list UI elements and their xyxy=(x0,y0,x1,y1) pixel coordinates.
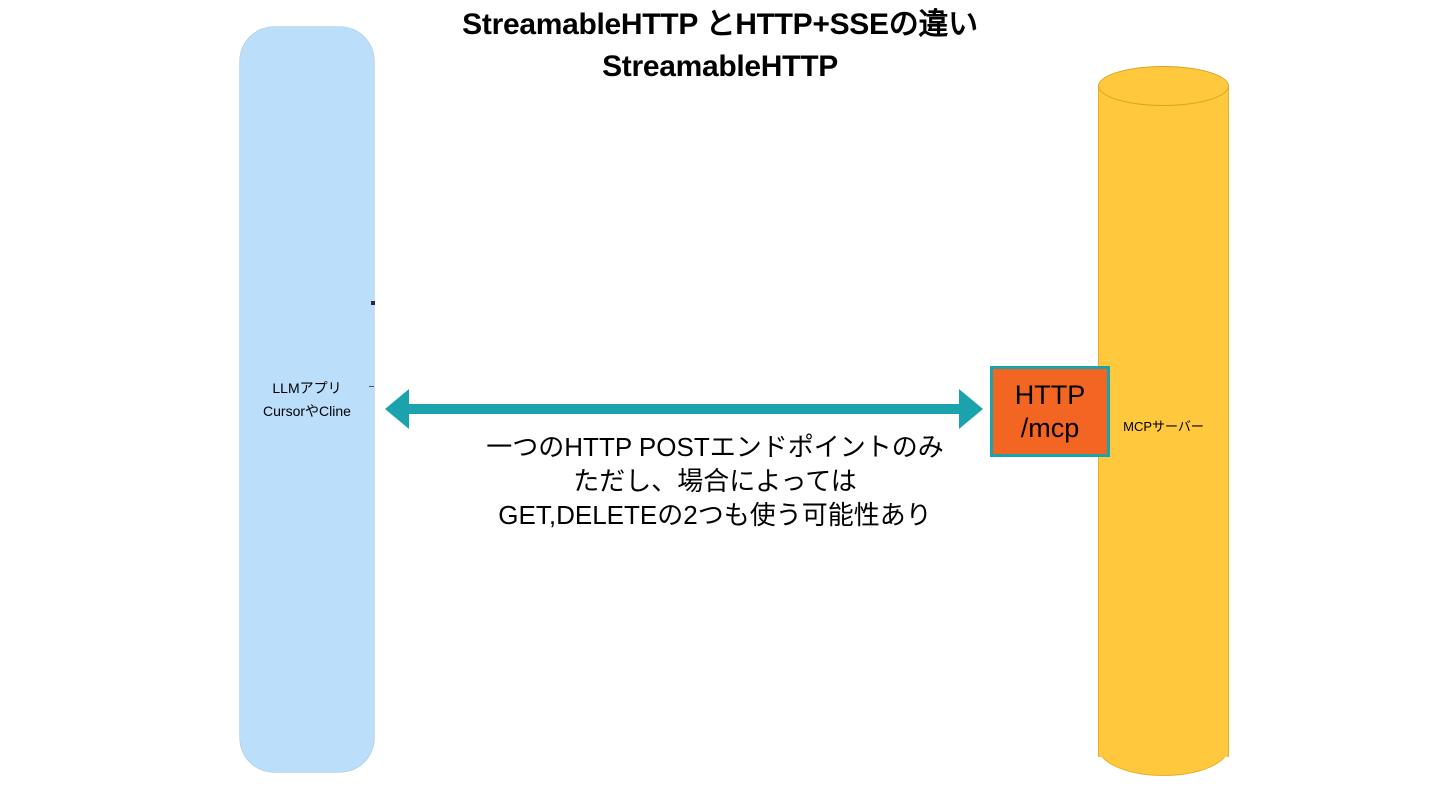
endpoint-label-line-2: /mcp xyxy=(1020,412,1080,443)
endpoint-box-http-mcp: HTTP /mcp xyxy=(990,366,1110,457)
shape-handle-dot xyxy=(371,301,375,305)
connector-caption-line-2: ただし、場合によっては xyxy=(573,466,857,496)
client-label-line-1: LLMアプリ xyxy=(272,380,342,396)
page-title-line-2: StreamableHTTP xyxy=(602,50,838,83)
arrow-head-right-icon xyxy=(959,389,983,429)
client-label: LLMアプリ CursorやCline xyxy=(240,377,374,423)
endpoint-label-line-1: HTTP xyxy=(1014,379,1086,410)
client-shape-llm-app xyxy=(240,27,374,772)
connector-caption-line-3: GET,DELETEの2つも使う可能性あり xyxy=(498,500,932,530)
page-title: StreamableHTTP とHTTP+SSEの違い StreamableHT… xyxy=(320,4,1120,88)
cylinder-body xyxy=(1098,85,1229,757)
connector-caption: 一つのHTTP POSTエンドポイントのみ ただし、場合によっては GET,DE… xyxy=(405,430,1025,532)
server-cylinder-mcp xyxy=(1098,66,1229,776)
connector-caption-line-1: 一つのHTTP POSTエンドポイントのみ xyxy=(486,432,944,462)
shape-handle-tick xyxy=(369,386,374,387)
page-title-line-1: StreamableHTTP とHTTP+SSEの違い xyxy=(462,8,978,41)
cylinder-top-ellipse xyxy=(1098,66,1229,106)
client-label-line-2: CursorやCline xyxy=(263,403,351,419)
server-label: MCPサーバー xyxy=(1123,419,1204,434)
connector-arrow-line xyxy=(404,404,959,414)
